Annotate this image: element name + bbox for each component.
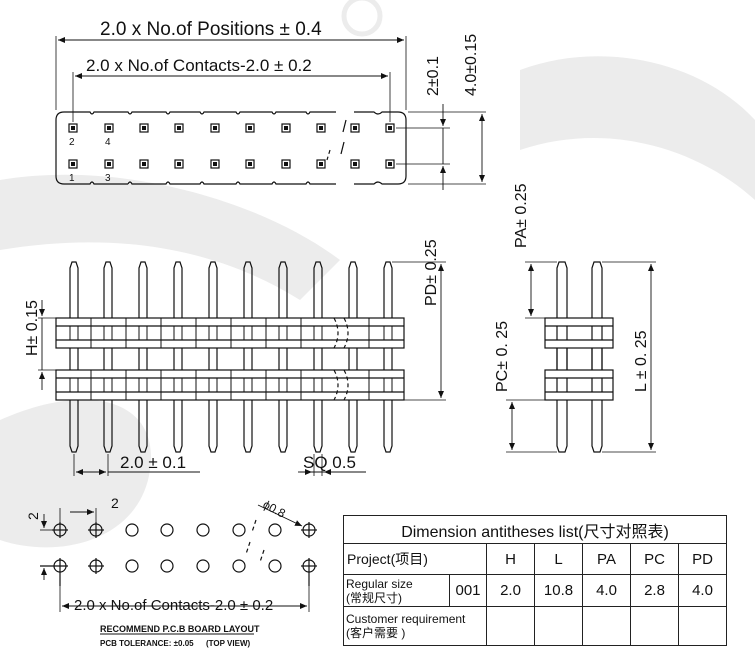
row-label-customer: Customer requirement (客户需要 ) — [343, 606, 487, 646]
cell-h: 2.0 — [486, 574, 535, 607]
pa-dim-label: PA± 0.25 — [513, 183, 530, 248]
cell-pa — [582, 606, 631, 646]
header-pa: PA — [582, 543, 631, 575]
top-view — [55, 36, 486, 190]
pcb-col-pitch-label: 2 — [111, 495, 119, 511]
cell-pa: 4.0 — [582, 574, 631, 607]
positions-dim-label: 2.0 x No.of Positions ± 0.4 — [100, 19, 322, 40]
pin-number-3: 3 — [105, 173, 111, 184]
table-row: Customer requirement (客户需要 ) — [343, 606, 728, 646]
pc-dim-label: PC± 0. 25 — [494, 321, 511, 392]
cell-pc — [630, 606, 679, 646]
pin-number-1: 1 — [69, 173, 75, 184]
pin-number-2: 2 — [69, 137, 75, 148]
pcb-contacts-dim-label: 2.0 x No.of Contacts-2.0 ± 0.2 — [74, 597, 273, 614]
cell-pd: 4.0 — [677, 574, 728, 607]
contacts-dim-label: 2.0 x No.of Contacts-2.0 ± 0.2 — [86, 56, 312, 75]
header-h: H — [486, 543, 535, 575]
cell-l: 10.8 — [534, 574, 583, 607]
side-view — [506, 261, 656, 453]
h-dim-label: H± 0.15 — [24, 300, 41, 356]
pcb-row-pitch-label: 2 — [25, 512, 41, 520]
background-watermark — [0, 0, 755, 548]
pd-dim-label: PD± 0.25 — [423, 239, 440, 306]
width-dim-label: 4.0±0.15 — [463, 34, 480, 96]
cell-h — [486, 606, 535, 646]
header-project: Project(项目) — [343, 543, 487, 575]
l-dim-label: L ± 0. 25 — [633, 330, 650, 392]
row-label-regular: Regular size (常规尺寸) — [343, 574, 450, 607]
header-pc: PC — [630, 543, 679, 575]
header-pd: PD — [677, 543, 728, 575]
pcb-layout — [40, 504, 317, 635]
pcb-layout-title: RECOMMEND P.C.B BOARD LAYOUT — [100, 624, 260, 634]
cell-l — [534, 606, 583, 646]
pitch-dim-label: 2.0 ± 0.1 — [120, 453, 186, 472]
row-code: 001 — [449, 574, 487, 607]
header-l: L — [534, 543, 583, 575]
row-pitch-dim-label: 2±0.1 — [425, 56, 442, 96]
front-view — [38, 261, 446, 476]
table-row: Regular size (常规尺寸) 001 2.0 10.8 4.0 2.8… — [343, 574, 728, 607]
dimension-table: Dimension antitheses list(尺寸对照表) Project… — [342, 515, 728, 646]
cell-pc: 2.8 — [630, 574, 679, 607]
cell-pd — [677, 606, 728, 646]
pin-number-4: 4 — [105, 137, 111, 148]
pcb-view-note: (TOP VIEW) — [206, 639, 250, 648]
pcb-tolerance-note: PCB TOLERANCE: ±0.05 — [100, 639, 194, 648]
sq-dim-label: SQ 0.5 — [303, 453, 356, 472]
table-title: Dimension antitheses list(尺寸对照表) — [342, 515, 728, 544]
